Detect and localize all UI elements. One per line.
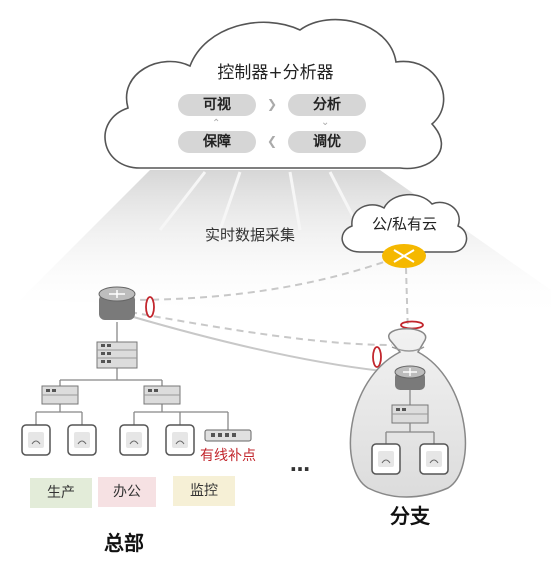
hq-label: 总部 <box>104 531 144 555</box>
ellipsis: … <box>290 452 312 476</box>
tag-office: 办公 <box>98 477 156 507</box>
pill-optimize: 调优 <box>288 131 366 153</box>
hq-access-switch-left-icon <box>41 385 79 405</box>
hq-access-switch-right-icon <box>143 385 181 405</box>
chevron-right-icon: ❯ <box>267 97 278 111</box>
hq-aggregation-switch-icon <box>96 341 138 369</box>
cloud-title: 控制器+分析器 <box>217 63 334 83</box>
branch-access-point-icon <box>419 443 449 475</box>
chevron-up-icon: ⌃ <box>212 118 221 129</box>
wired-supplement-device-icon <box>204 429 252 442</box>
public-cloud-label: 公/私有云 <box>372 215 438 233</box>
branch-label: 分支 <box>390 504 430 528</box>
red-ring-1 <box>145 296 155 318</box>
hq-access-point-icon <box>67 424 97 456</box>
hq-access-point-icon <box>165 424 195 456</box>
hq-access-point-icon <box>21 424 51 456</box>
red-ring-2 <box>372 346 382 368</box>
public-cloud <box>341 193 468 253</box>
pill-visual: 可视 <box>178 94 256 116</box>
hq-core-router-icon <box>98 286 136 320</box>
hq-access-point-icon <box>119 424 149 456</box>
tag-monitoring: 监控 <box>173 476 235 506</box>
hq-tree-lines <box>35 322 229 430</box>
branch-access-point-icon <box>371 443 401 475</box>
red-ring-3 <box>400 320 424 330</box>
chevron-left-icon: ❮ <box>267 134 278 148</box>
pill-assure: 保障 <box>178 131 256 153</box>
data-collection-label: 实时数据采集 <box>205 226 296 244</box>
branch-tree-lines <box>385 423 435 444</box>
wired-supplement-label: 有线补点 <box>200 448 256 464</box>
branch-switch-icon <box>391 404 429 424</box>
chevron-down-icon: ⌄ <box>321 117 330 128</box>
branch-router-icon <box>394 365 426 390</box>
pill-analyze: 分析 <box>288 94 366 116</box>
tag-production: 生产 <box>30 478 92 508</box>
network-links <box>127 261 409 373</box>
